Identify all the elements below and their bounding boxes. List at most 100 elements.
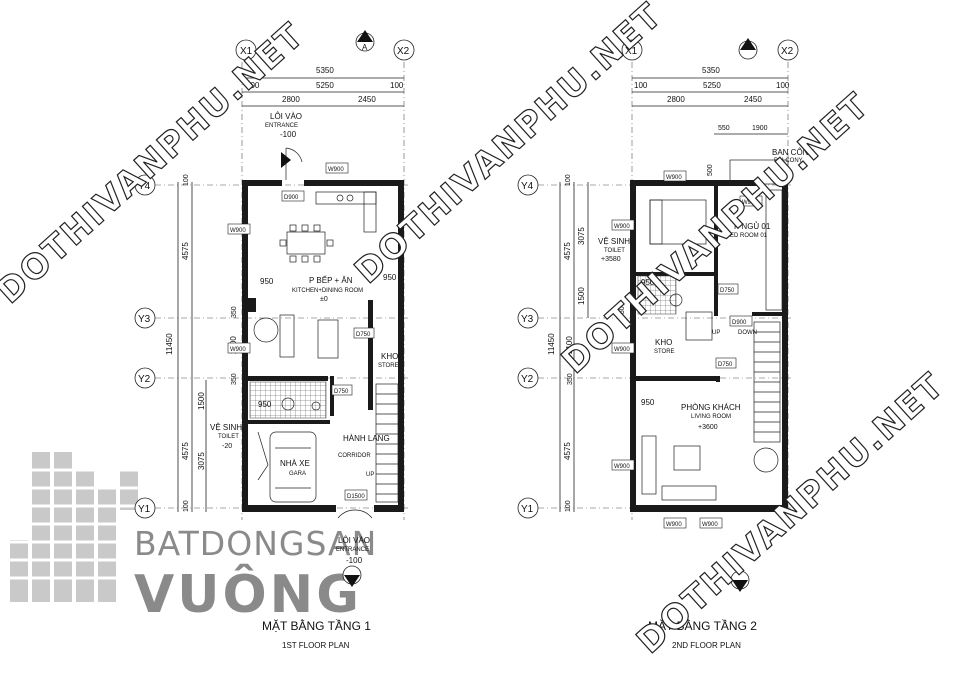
svg-text:950: 950 [258,400,272,409]
svg-text:P BẾP + ĂN: P BẾP + ĂN [309,275,353,285]
svg-text:550: 550 [718,125,730,132]
svg-text:D750: D750 [720,288,735,294]
svg-text:STORE: STORE [654,349,675,355]
floor-plan-2: X1 X2 5350 100 5250 100 2800 2450 550 19… [517,38,815,650]
svg-text:4575: 4575 [563,442,572,460]
svg-text:1500: 1500 [197,392,206,410]
svg-text:W900: W900 [702,522,718,528]
section-marker-bottom-icon [342,565,362,587]
svg-text:X2: X2 [397,46,410,57]
logo-line1: BATDONGSAN [134,524,377,563]
svg-text:4575: 4575 [181,442,190,460]
svg-text:HÀNH LANG: HÀNH LANG [343,434,390,443]
svg-text:D750: D750 [356,332,371,338]
bed-icon [649,199,707,245]
svg-text:KHO: KHO [381,352,398,361]
entrance-arrow-icon [281,152,291,168]
svg-text:Y1: Y1 [521,504,534,515]
svg-text:11450: 11450 [165,333,174,355]
plan1-subtitle: 1ST FLOOR PLAN [282,641,350,650]
svg-text:3075: 3075 [577,227,586,245]
svg-text:ENTRANCE: ENTRANCE [336,547,369,553]
svg-text:+3580: +3580 [601,256,621,263]
watermark-4: DOTHIVANPHU.NET [629,365,952,662]
svg-text:DOWN: DOWN [738,330,757,336]
motorbike-icon [257,431,269,481]
svg-text:Y3: Y3 [521,314,534,325]
svg-text:2450: 2450 [358,95,376,104]
svg-text:BED ROOM 01: BED ROOM 01 [726,233,768,239]
svg-text:Y3: Y3 [138,314,151,325]
svg-text:5250: 5250 [703,81,721,90]
svg-text:5250: 5250 [316,81,334,90]
svg-text:BAN CÔNG: BAN CÔNG [772,148,815,157]
svg-text:X2: X2 [781,46,794,57]
svg-text:11450: 11450 [547,333,556,355]
svg-text:-100: -100 [280,130,297,139]
svg-text:W900: W900 [614,347,630,353]
svg-text:+3600: +3600 [698,424,718,431]
svg-text:2450: 2450 [744,95,762,104]
svg-text:NHÀ XE: NHÀ XE [280,459,310,468]
living-furniture-icon [641,435,779,501]
svg-text:950: 950 [383,273,397,282]
svg-text:D1500: D1500 [347,494,365,500]
svg-text:X1: X1 [240,46,253,57]
svg-text:2100: 2100 [565,336,574,354]
svg-text:950: 950 [260,277,274,286]
svg-text:STORE: STORE [378,363,399,369]
svg-text:D750: D750 [334,389,349,395]
svg-text:100: 100 [246,81,260,90]
svg-text:TOILET: TOILET [218,434,239,440]
dining-table-icon [279,224,334,263]
svg-text:W900: W900 [614,464,630,470]
svg-text:350: 350 [619,306,626,318]
svg-text:KITCHEN+DINING ROOM: KITCHEN+DINING ROOM [292,288,363,294]
svg-text:KHO: KHO [655,338,672,347]
svg-text:TOILET: TOILET [604,248,625,254]
logo-bars-icon [10,452,140,602]
svg-text:UP: UP [366,472,374,478]
svg-text:5350: 5350 [702,66,720,75]
svg-text:VỆ SINH: VỆ SINH [210,423,242,432]
svg-text:A: A [362,43,368,52]
svg-text:W900: W900 [230,347,246,353]
axis-x2-bubble [393,39,415,61]
plan2-title: MẶT BẰNG TẦNG 2 [648,618,757,633]
svg-text:P NGỦ 01: P NGỦ 01 [734,222,771,231]
svg-text:3075: 3075 [197,452,206,470]
svg-text:X1: X1 [625,46,638,57]
plant-icon [253,317,279,343]
svg-text:100: 100 [183,500,190,512]
svg-text:100: 100 [390,81,404,90]
svg-text:-20: -20 [222,443,232,450]
svg-text:Y2: Y2 [521,374,534,385]
car-icon [269,431,317,503]
svg-text:LÔI VÀO: LÔI VÀO [338,536,370,545]
svg-text:D900: D900 [284,195,299,201]
svg-text:LIVING ROOM: LIVING ROOM [691,414,731,420]
svg-text:W900: W900 [328,167,344,173]
svg-text:2800: 2800 [282,95,300,104]
svg-text:Y1: Y1 [138,504,151,515]
svg-text:100: 100 [776,81,790,90]
svg-text:CORRIDOR: CORRIDOR [338,453,371,459]
svg-text:ENTRANCE: ENTRANCE [265,123,298,129]
axis-y-bubbles-plan1: Y4 Y3 Y2 Y1 [134,174,156,519]
svg-text:W900: W900 [666,175,682,181]
plan2-subtitle: 2ND FLOOR PLAN [672,641,741,650]
svg-text:950: 950 [641,278,655,287]
svg-text:VỆ SINH: VỆ SINH [598,237,630,246]
logo-line2: VUÔNG [134,563,362,625]
svg-text:±0: ±0 [320,296,328,303]
svg-text:Y4: Y4 [521,181,534,192]
svg-text:350: 350 [567,373,574,385]
svg-text:UP: UP [712,330,720,336]
svg-text:PHÒNG KHÁCH: PHÒNG KHÁCH [681,403,741,412]
svg-text:5350: 5350 [316,66,334,75]
svg-text:950: 950 [641,398,655,407]
stair-2-icon [685,311,781,443]
svg-text:1500: 1500 [577,287,586,305]
svg-text:4575: 4575 [563,242,572,260]
section-marker-top-icon: A [355,30,375,52]
